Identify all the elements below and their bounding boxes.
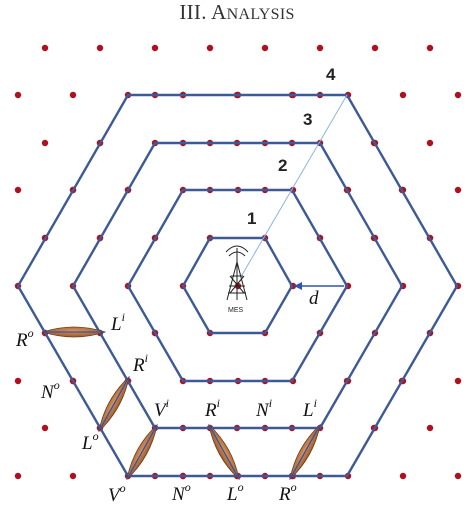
heading-first-letter: A	[211, 0, 227, 24]
label-V-o: Vo	[108, 481, 126, 506]
label-R-o-bottom: Ro	[278, 480, 297, 505]
lattice-node	[454, 186, 462, 194]
ring-label-2: 2	[278, 156, 287, 175]
heading-numeral: III.	[179, 0, 207, 24]
label-V-i: Vi	[154, 396, 169, 421]
lattice-node	[151, 44, 159, 52]
mes-label: MES	[228, 307, 244, 314]
ring-label-1: 1	[247, 209, 256, 228]
lattice-node	[14, 377, 22, 385]
lattice-node	[426, 139, 434, 147]
lattice-node	[426, 44, 434, 52]
lattice-node	[206, 44, 214, 52]
segment-left-diagonal	[98, 375, 130, 433]
lattice-node	[41, 139, 49, 147]
lattice-node	[261, 44, 269, 52]
lattice-node	[316, 44, 324, 52]
lattice-node	[426, 424, 434, 432]
lattice-node	[399, 472, 407, 480]
lattice-node	[41, 44, 49, 52]
label-R-o-left: Ro	[15, 326, 34, 351]
label-L-o-bottom: Lo	[226, 480, 244, 505]
lattice-node	[371, 44, 379, 52]
ring-label-4: 4	[326, 65, 336, 84]
label-N-i: Ni	[255, 396, 272, 421]
label-N-o-left: No	[40, 378, 60, 403]
radial-line	[241, 94, 348, 276]
segment-bottom-right	[289, 423, 321, 481]
lattice-node	[14, 91, 22, 99]
label-R-i-left: Ri	[132, 351, 148, 376]
lattice-node	[69, 91, 77, 99]
label-L-o-left: Lo	[81, 429, 99, 454]
lattice-node	[69, 472, 77, 480]
heading-rest: NALYSIS	[226, 6, 295, 23]
segment-labels: Li Ro Ri No Lo Vi Ri Ni Li Vo No Lo Ro	[15, 310, 317, 506]
segment-bottom-middle	[208, 423, 240, 481]
label-L-i-bottom: Li	[302, 396, 317, 421]
label-R-i-bottom: Ri	[204, 396, 220, 421]
lattice-node	[454, 91, 462, 99]
lattice-node	[14, 472, 22, 480]
ring-label-3: 3	[303, 110, 312, 129]
label-L-i-left: Li	[110, 310, 125, 335]
tower-icon	[225, 245, 249, 301]
hexagon-ring-3	[71, 141, 404, 430]
lattice-node	[14, 186, 22, 194]
segment-corner-left	[126, 423, 158, 481]
lattice-node	[454, 377, 462, 385]
distance-label: d	[309, 288, 319, 309]
segment-left-horizontal	[41, 326, 107, 338]
hexagon-ring-1	[181, 236, 294, 335]
label-N-o-bottom: No	[171, 480, 191, 505]
background-node-grid	[14, 44, 462, 480]
lattice-node	[454, 472, 462, 480]
lattice-node	[399, 91, 407, 99]
section-heading: III. ANALYSIS	[0, 0, 474, 25]
distance-arrow	[294, 282, 344, 290]
lattice-node	[41, 424, 49, 432]
handover-segments	[41, 326, 321, 481]
lattice-node	[96, 44, 104, 52]
